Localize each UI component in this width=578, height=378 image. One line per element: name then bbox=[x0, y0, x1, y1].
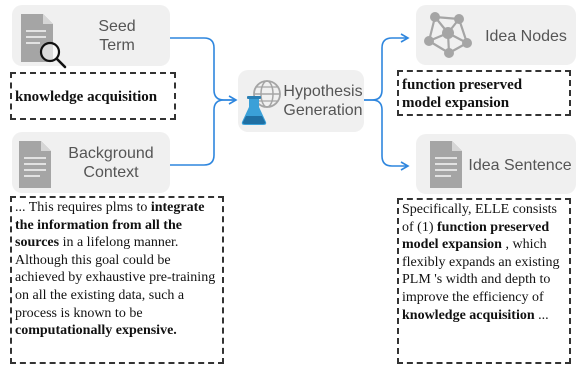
sentence-segment-3: knowledge acquisition bbox=[402, 307, 535, 323]
idea-nodes-card: Idea Nodes bbox=[416, 5, 576, 65]
document-icon bbox=[19, 141, 51, 188]
document-search-icon bbox=[21, 14, 67, 69]
background-context-card: Background Context bbox=[12, 132, 170, 193]
seed-title-line1: Seed bbox=[98, 18, 136, 35]
idea-sentence-title: Idea Sentence bbox=[468, 157, 572, 174]
background-title-line2: Context bbox=[83, 164, 139, 181]
sentence-segment-2: , which flexibly expands an existing PLM… bbox=[402, 237, 560, 305]
seed-term-value: knowledge acquisition bbox=[15, 89, 158, 105]
arrow-background-to-hypothesis bbox=[170, 99, 236, 166]
seed-term-card: Seed Term bbox=[12, 5, 170, 69]
idea-nodes-value-box: function preserved model expansion bbox=[397, 70, 571, 116]
network-icon bbox=[424, 12, 472, 58]
hypothesis-generation-card: Hypothesis Generation bbox=[238, 70, 364, 132]
hypothesis-generation-title: Hypothesis Generation bbox=[282, 82, 364, 120]
arrow-seed-to-hypothesis bbox=[170, 37, 238, 105]
seed-term-title: Seed Term bbox=[72, 17, 162, 55]
idea-nodes-value: function preserved model expansion bbox=[402, 77, 523, 111]
globe-beaker-icon bbox=[241, 80, 281, 125]
arrow-hypothesis-to-nodes bbox=[364, 33, 410, 101]
hypothesis-title-line1: Hypothesis bbox=[283, 83, 363, 100]
background-context-title: Background Context bbox=[52, 144, 170, 182]
sentence-segment-0: Specifically, ELLE consists of (1) bbox=[402, 202, 557, 235]
sentence-segment-4: ... bbox=[534, 307, 549, 323]
arrow-hypothesis-to-sentence bbox=[364, 99, 410, 171]
document-icon bbox=[430, 141, 462, 188]
idea-sentence-text: Specifically, ELLE consists of (1) funct… bbox=[397, 198, 571, 364]
background-segment-1: integrate the information from all the s… bbox=[15, 200, 205, 251]
seed-title-line2: Term bbox=[99, 37, 135, 54]
hypothesis-title-line2: Generation bbox=[283, 102, 363, 119]
background-context-text: ... This requires plms to integrate the … bbox=[10, 196, 224, 364]
background-title-line1: Background bbox=[68, 145, 154, 162]
background-segment-2: in a lifelong manner. Although this goal… bbox=[15, 235, 216, 321]
sentence-segment-1: function preserved model expansion bbox=[402, 219, 550, 253]
seed-term-value-box: knowledge acquisition bbox=[10, 72, 176, 120]
idea-sentence-card: Idea Sentence bbox=[416, 134, 576, 194]
idea-nodes-title: Idea Nodes bbox=[485, 28, 567, 45]
background-segment-3: computationally expensive. bbox=[15, 323, 177, 339]
background-segment-0: ... This requires plms to bbox=[15, 200, 151, 215]
